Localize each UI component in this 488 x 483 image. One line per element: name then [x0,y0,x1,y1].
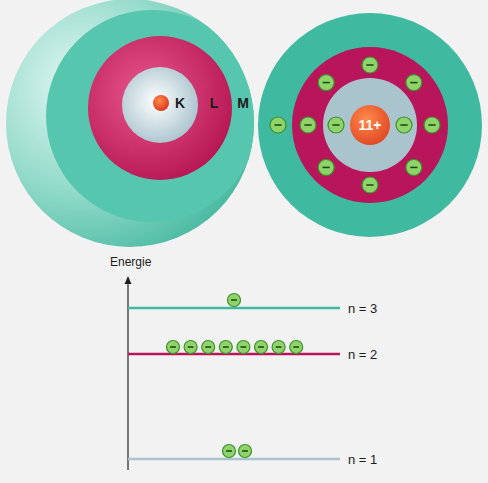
electron-charge [231,299,237,301]
electron [424,117,440,133]
electron-charge [400,124,407,126]
electron-charge [323,167,330,169]
level-label: n = 3 [348,302,377,315]
electron [362,177,378,193]
electron [237,341,250,354]
level-line [128,353,340,356]
m-shell [258,13,482,237]
shell-label: M [237,96,249,110]
axis-label: Energie [110,256,151,268]
electron [272,341,285,354]
electron [290,341,303,354]
m-shell-section [46,10,258,222]
electron-charge [366,64,373,66]
electron-charge [258,346,264,348]
electron-charge [170,346,176,348]
k-shell [323,78,417,172]
electron-charge [226,450,232,452]
l-shell [292,47,448,203]
k-shell-section [122,67,198,143]
electron-charge [293,346,299,348]
electron-charge [410,167,417,169]
nucleus-circle: 11+ [350,105,390,145]
level-line [128,458,340,461]
electron [362,57,378,73]
electron-charge [323,82,330,84]
shell-label: K [175,96,185,110]
electron-charge [428,124,435,126]
electron [223,445,236,458]
electron-charge [223,346,229,348]
electron-charge [240,346,246,348]
electron [300,117,316,133]
electron [318,159,334,175]
electron [255,341,268,354]
nucleus-charge: 11+ [359,118,382,132]
electron [406,159,422,175]
electron [239,445,252,458]
axis-arrowhead [125,276,132,284]
level-line [128,307,340,310]
level-label: n = 1 [348,453,377,466]
electron [270,117,286,133]
electron [318,75,334,91]
electron-charge [332,124,339,126]
electron-charge [205,346,211,348]
electron [167,341,180,354]
electron-charge [366,184,373,186]
nucleus [153,95,169,111]
electron [406,75,422,91]
electron-charge [188,346,194,348]
electron [396,117,412,133]
electron-charge [274,124,281,126]
electron [328,117,344,133]
electron [228,294,241,307]
electron-charge [242,450,248,452]
electron [202,341,215,354]
electron-charge [276,346,282,348]
electron [184,341,197,354]
electron [219,341,232,354]
l-shell-section [88,36,232,180]
electron-charge [410,82,417,84]
level-label: n = 2 [348,348,377,361]
energy-axis [127,282,128,470]
shell-label: L [210,96,219,110]
electron-charge [304,124,311,126]
